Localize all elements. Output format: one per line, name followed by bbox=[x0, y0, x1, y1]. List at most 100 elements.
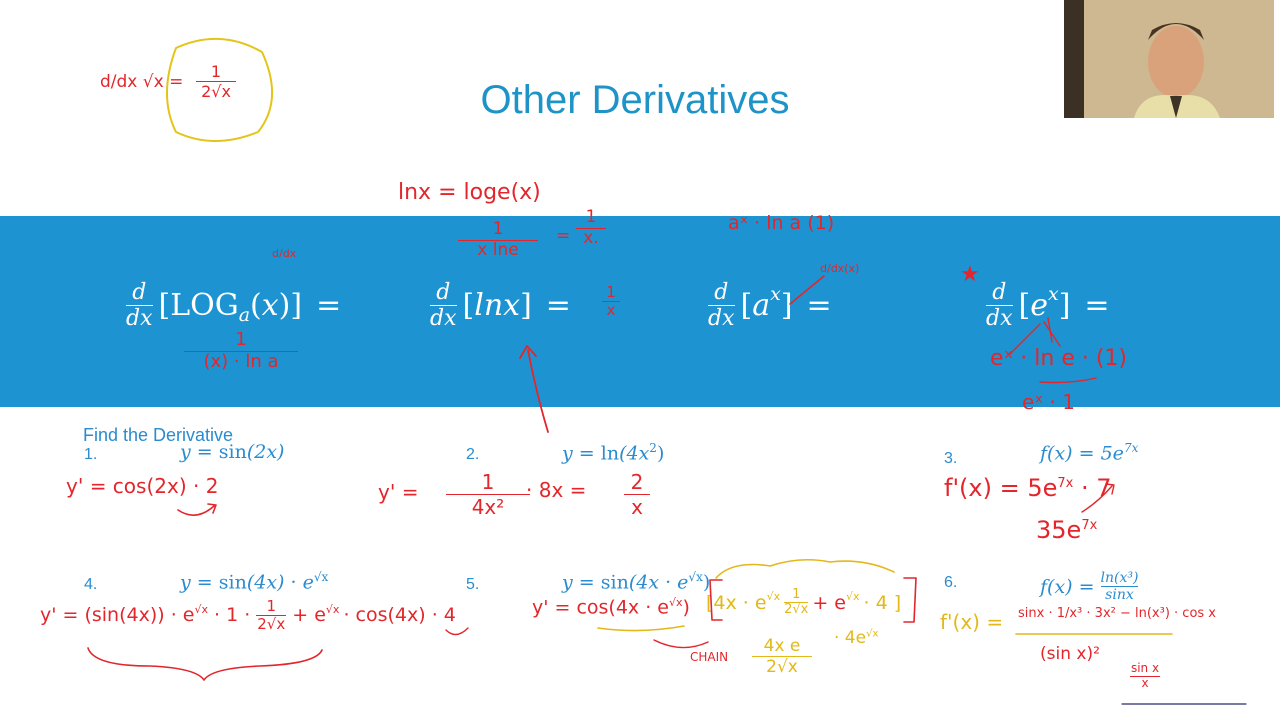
rule-log-derivative: d dx [ LOG a ( x ) ] = bbox=[126, 280, 341, 332]
lhs: f(x) bbox=[1040, 575, 1073, 598]
ax-inner-note: d/dx(x) bbox=[820, 262, 860, 275]
p4-brace bbox=[87, 647, 323, 681]
p2-times: · 8x = bbox=[526, 478, 587, 502]
lnx-definition-note: lnx = loge(x) bbox=[398, 180, 541, 205]
p5-chain-note: CHAIN bbox=[690, 650, 729, 664]
bracket-open: [ bbox=[740, 288, 753, 324]
lnx-result-note: 1 x. bbox=[576, 207, 606, 248]
rule-exponential-a-derivative: d dx [ a x ] = bbox=[708, 280, 832, 332]
frac-numerator: d bbox=[436, 280, 451, 305]
four: · 4 ] bbox=[863, 591, 902, 614]
lhs: y bbox=[562, 571, 573, 594]
log-result-note: 1 (x) · ln a bbox=[184, 329, 298, 372]
bracket-close: ] bbox=[1058, 288, 1071, 324]
numerator: ln(x³) bbox=[1100, 570, 1139, 586]
exp: 7x bbox=[1123, 441, 1139, 455]
lhs: y bbox=[180, 441, 191, 463]
exp: 7x bbox=[1081, 518, 1098, 533]
p2-lhs: y' = bbox=[378, 480, 419, 504]
p6-lhs: f'(x) = bbox=[940, 610, 1004, 634]
problem-number: 2. bbox=[466, 446, 480, 463]
numerator: 1 bbox=[235, 329, 247, 350]
p3-chain-arrow bbox=[1081, 483, 1115, 513]
p2-fraction: 1 4x² bbox=[446, 470, 530, 519]
frac-denominator: dx bbox=[126, 306, 153, 332]
presenter-image bbox=[1064, 0, 1274, 118]
function-name: LOG bbox=[170, 288, 239, 324]
p3-work: f'(x) = 5e7x · 7 bbox=[944, 474, 1112, 502]
webcam-video bbox=[1064, 0, 1274, 118]
numerator: 1 bbox=[492, 219, 504, 239]
text: y' = (sin(4x)) · e bbox=[40, 604, 195, 626]
equals-sign: = bbox=[316, 288, 342, 324]
exp: √x bbox=[669, 596, 683, 609]
numerator: 2 bbox=[630, 470, 644, 494]
find-derivative-heading: Find the Derivative bbox=[83, 425, 234, 445]
problem-number: 6. bbox=[944, 574, 958, 591]
p6-numerator: sinx · 1/x³ · 3x² − ln(x³) · cos x bbox=[1018, 606, 1216, 621]
d-dx-operator: d dx bbox=[986, 280, 1013, 332]
paren-open: ( bbox=[250, 288, 262, 324]
rule-ln-derivative: d dx [ lnx ] = bbox=[430, 280, 571, 332]
equals: = bbox=[578, 571, 595, 594]
close: ) bbox=[702, 571, 711, 594]
equals: = bbox=[578, 442, 595, 465]
numerator: 1 bbox=[792, 587, 801, 602]
ax-arrow bbox=[789, 275, 825, 305]
p6-side-note: sin x x bbox=[1130, 661, 1160, 691]
p5-chain-arrow bbox=[653, 639, 709, 649]
problem-6-equation: f(x) = ln(x³) sinx bbox=[1040, 570, 1139, 604]
lhs: y bbox=[562, 442, 573, 465]
exp: 7x bbox=[1057, 476, 1074, 491]
p4-work: y' = (sin(4x)) · e√x · 1 · 1 2√x + e√x ·… bbox=[40, 598, 456, 632]
denominator: sinx bbox=[1105, 587, 1134, 604]
equals-sign: = bbox=[806, 288, 832, 324]
denominator: (x) · ln a bbox=[203, 350, 279, 372]
equals: = bbox=[196, 571, 213, 594]
p5-line2-tail: · 4e√x bbox=[834, 628, 878, 648]
sqrt-highlight-circle bbox=[166, 38, 273, 142]
lnx-arrow bbox=[519, 345, 549, 433]
denominator: 2√x bbox=[784, 602, 809, 618]
exp: 2 bbox=[649, 441, 657, 455]
bracket-close: ] bbox=[780, 288, 793, 324]
plus: + e bbox=[292, 604, 326, 626]
denominator: 2√x bbox=[766, 657, 798, 678]
problem-4-equation: y = sin(4x) · e√x bbox=[180, 570, 328, 593]
bracket-open: [ bbox=[158, 288, 171, 324]
frac-numerator: d bbox=[132, 280, 147, 305]
arg: (4x bbox=[619, 442, 650, 465]
p5-right-bracket bbox=[903, 577, 917, 623]
frac-denominator: dx bbox=[708, 306, 735, 332]
exp: √x bbox=[766, 590, 781, 604]
arg: (2x) bbox=[246, 441, 285, 463]
d-dx-operator: d dx bbox=[126, 280, 153, 332]
p3-result: 35e7x bbox=[1036, 516, 1097, 544]
rule-exponential-e-derivative: d dx [ e x ] = bbox=[986, 280, 1110, 332]
text: [4x · e bbox=[706, 591, 767, 614]
exp: √x bbox=[313, 570, 329, 584]
numerator: 1 bbox=[266, 597, 277, 615]
fn: sin bbox=[600, 571, 629, 594]
exp: √x bbox=[325, 602, 340, 616]
p5-underline bbox=[597, 625, 685, 632]
p4-arrow bbox=[445, 627, 469, 636]
denominator: 2√x bbox=[257, 614, 286, 633]
ex-underline bbox=[1039, 377, 1097, 384]
equals-note: = bbox=[556, 226, 571, 246]
mid: · 1 · bbox=[214, 604, 251, 626]
denominator: x. bbox=[583, 227, 599, 248]
problem-number: 4. bbox=[84, 576, 98, 593]
exp: √x bbox=[846, 590, 860, 604]
sqrt-rule-result: 1 2√x bbox=[196, 62, 236, 101]
denominator: x lne bbox=[477, 239, 519, 260]
numerator: 1 bbox=[585, 207, 597, 227]
denominator: 2√x bbox=[201, 82, 231, 102]
numerator: 1 bbox=[210, 62, 222, 81]
denominator: x bbox=[631, 495, 643, 519]
denominator: x bbox=[606, 300, 616, 319]
denominator: x bbox=[1141, 675, 1149, 690]
bracket-close: ] bbox=[290, 288, 303, 324]
lnx-rule-result-note: 1 x bbox=[602, 284, 620, 318]
